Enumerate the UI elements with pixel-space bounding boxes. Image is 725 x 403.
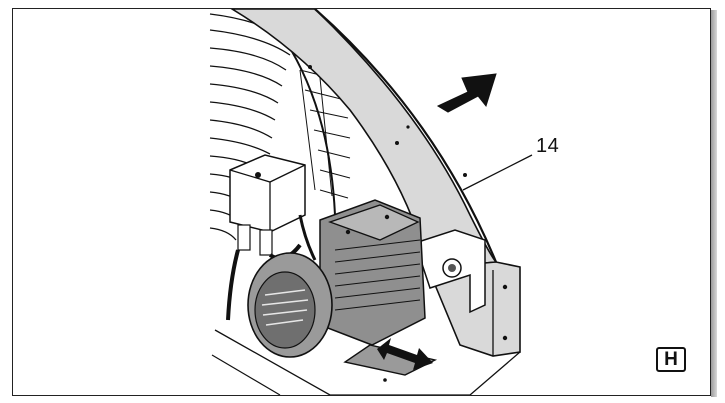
fan-guard bbox=[284, 39, 351, 216]
side-panel-edge bbox=[314, 9, 498, 263]
callout-leader-line bbox=[462, 154, 533, 191]
figure-letter-badge: H bbox=[656, 347, 686, 372]
page-edge-shadow bbox=[711, 10, 717, 397]
base-plate bbox=[214, 329, 521, 395]
terminal-box bbox=[226, 154, 317, 321]
arrow-up-right-icon bbox=[436, 73, 497, 113]
callout-number: 14 bbox=[536, 135, 560, 157]
double-arrow-icon bbox=[377, 338, 433, 370]
